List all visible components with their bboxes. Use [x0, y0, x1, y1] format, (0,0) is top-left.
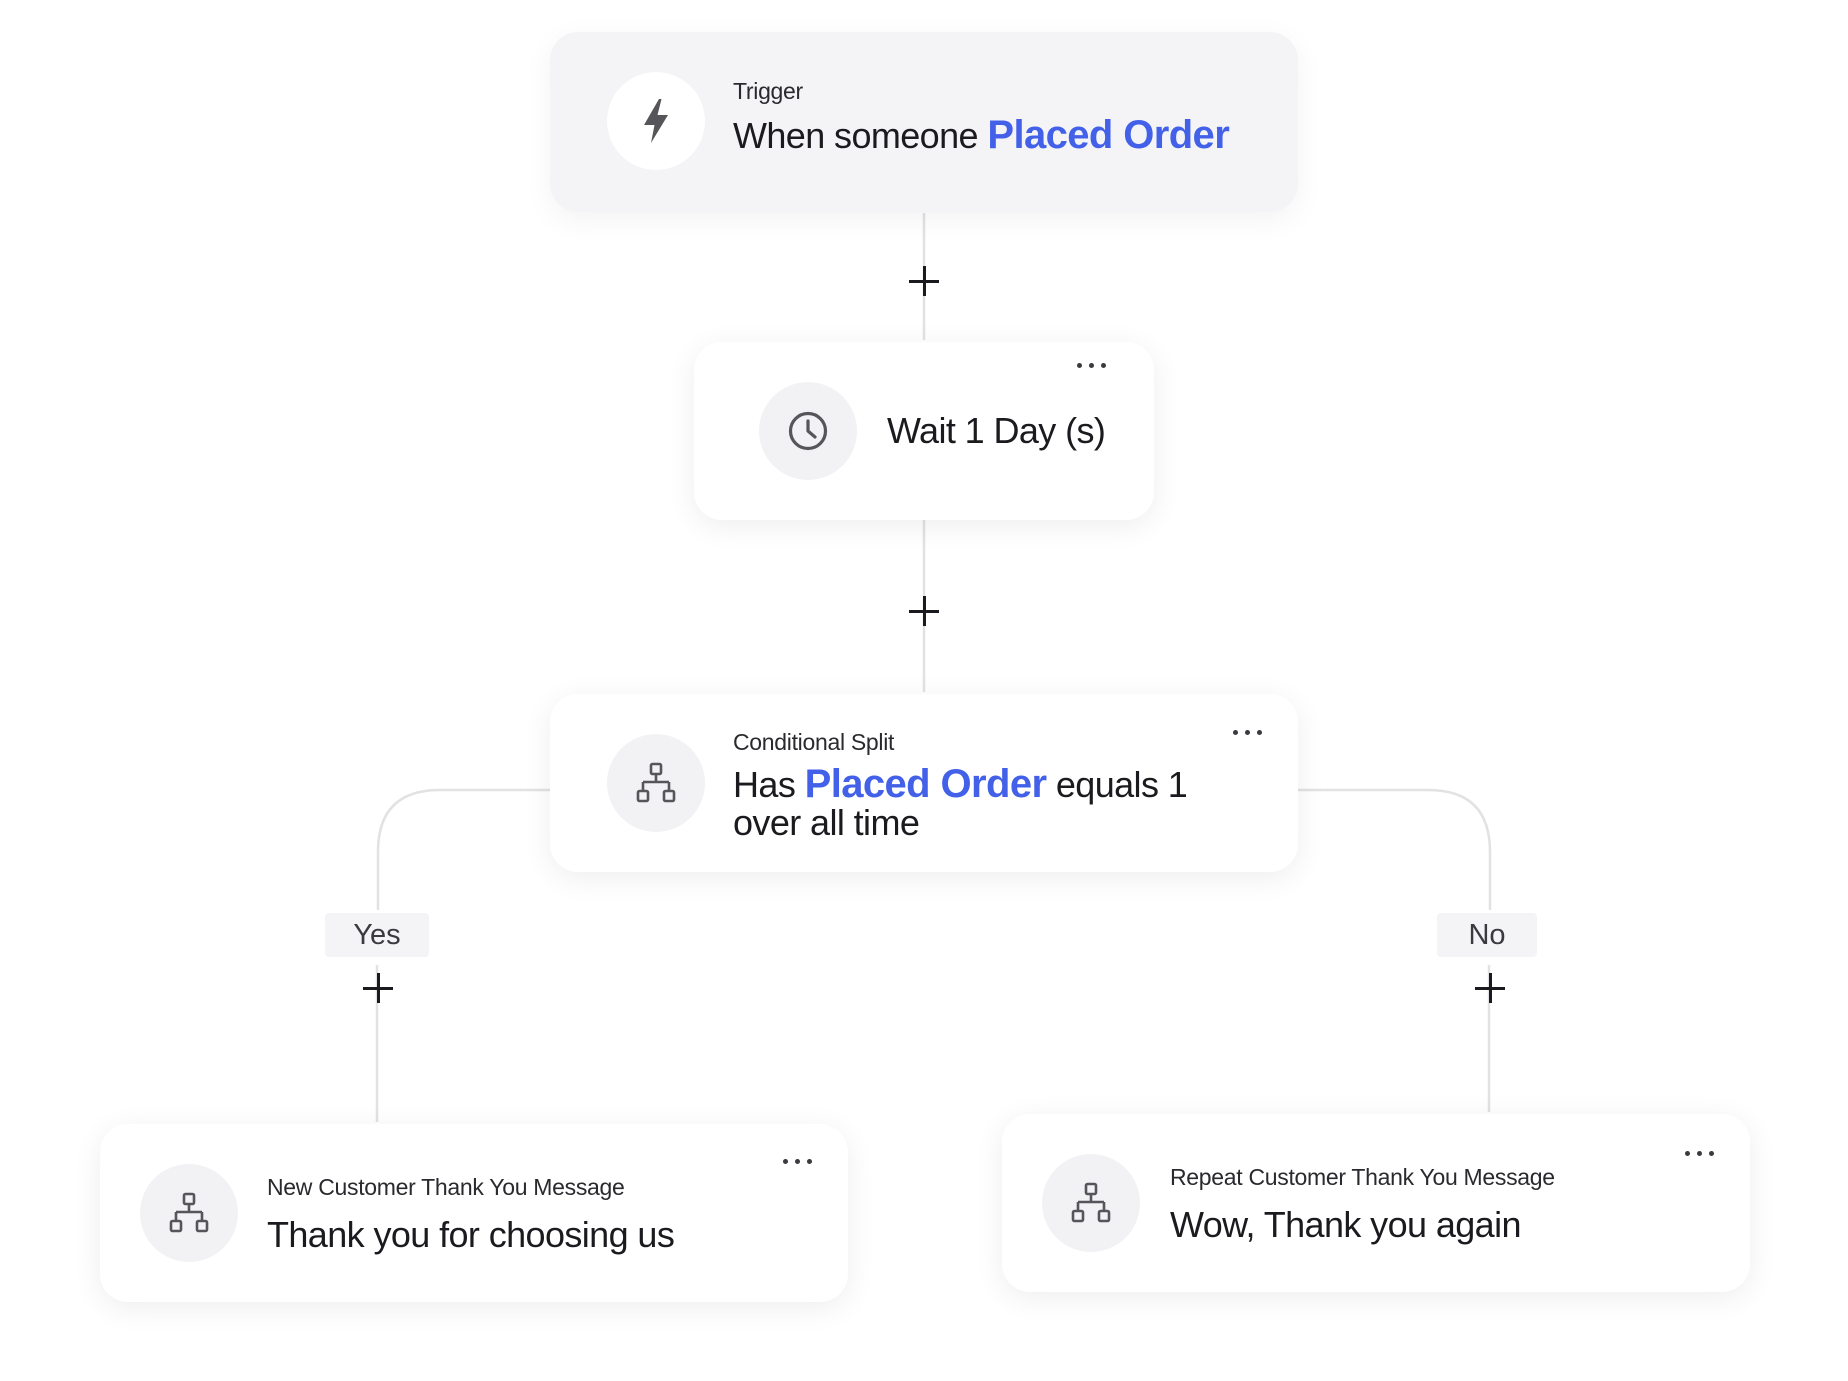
wait-more-options-icon[interactable] [1077, 363, 1106, 368]
split-hierarchy-icon [169, 1192, 209, 1233]
wait-headline: Wait 1 Day (s) [887, 410, 1106, 451]
add-step-button-yes[interactable] [361, 971, 395, 1005]
no-message-more-options-icon[interactable] [1685, 1151, 1714, 1156]
split-event-link[interactable]: Placed Order [804, 762, 1047, 806]
no-message-caption: Repeat Customer Thank You Message [1170, 1164, 1555, 1190]
split-headline-suffix: equals 1 [1055, 764, 1188, 805]
trigger-event-link[interactable]: Placed Order [987, 113, 1230, 157]
yes-message-icon-circle [140, 1164, 238, 1262]
yes-message-caption: New Customer Thank You Message [267, 1174, 625, 1200]
split-caption: Conditional Split [733, 729, 895, 755]
split-headline: Has Placed Order equals 1 [733, 764, 1188, 805]
split-hierarchy-icon [1071, 1182, 1111, 1223]
add-step-button-2[interactable] [907, 594, 941, 628]
lightning-bolt-icon [644, 99, 668, 143]
trigger-icon-circle [607, 72, 705, 170]
trigger-headline: When someone Placed Order [733, 115, 1230, 156]
split-hierarchy-icon [636, 762, 676, 803]
trigger-caption: Trigger [733, 78, 803, 104]
wait-card[interactable]: Wait 1 Day (s) [694, 342, 1154, 520]
branch-label-no: No [1437, 913, 1537, 957]
split-icon-circle [607, 734, 705, 832]
connector-split-to-no [1298, 788, 1492, 910]
split-headline-prefix: Has [733, 764, 796, 805]
wait-icon-circle [759, 382, 857, 480]
branch-label-yes: Yes [325, 913, 429, 957]
no-message-headline: Wow, Thank you again [1170, 1204, 1522, 1245]
conditional-split-card[interactable]: Conditional Split Has Placed Order equal… [550, 694, 1298, 872]
add-step-button-1[interactable] [907, 264, 941, 298]
trigger-card[interactable]: Trigger When someone Placed Order [550, 32, 1298, 212]
add-step-button-no[interactable] [1473, 971, 1507, 1005]
yes-message-more-options-icon[interactable] [783, 1159, 812, 1164]
new-customer-message-card[interactable]: New Customer Thank You Message Thank you… [100, 1124, 848, 1302]
split-more-options-icon[interactable] [1233, 730, 1262, 735]
clock-icon [788, 411, 828, 451]
repeat-customer-message-card[interactable]: Repeat Customer Thank You Message Wow, T… [1002, 1114, 1750, 1292]
connector-split-to-yes [376, 788, 550, 910]
split-headline-line2: over all time [733, 802, 920, 843]
yes-message-headline: Thank you for choosing us [267, 1214, 675, 1255]
trigger-headline-prefix: When someone [733, 115, 979, 156]
no-message-icon-circle [1042, 1154, 1140, 1252]
